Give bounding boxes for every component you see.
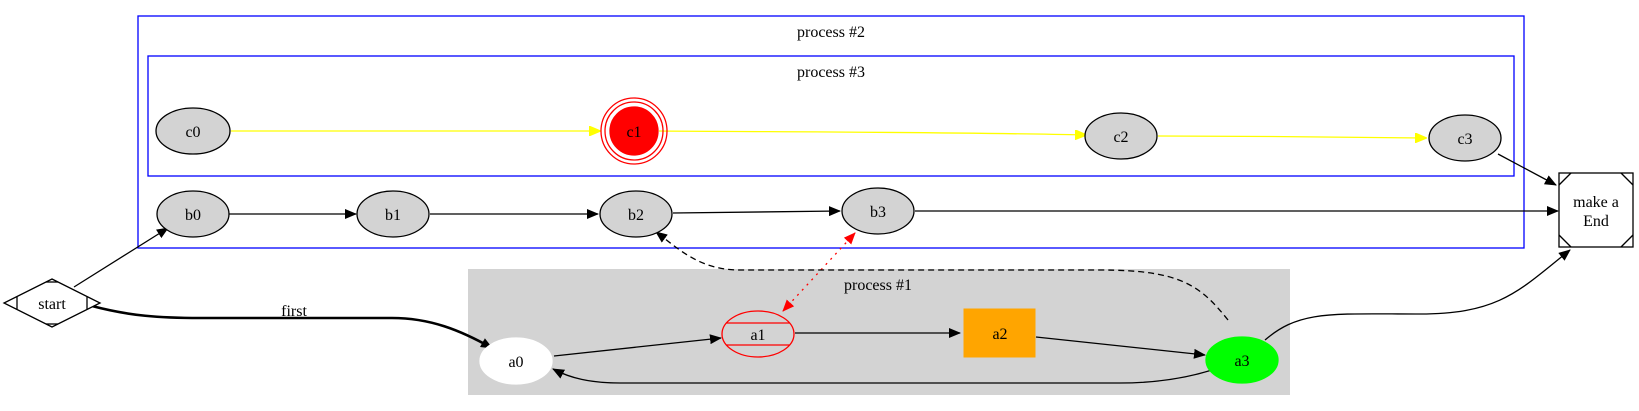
node-b3: b3 — [841, 187, 915, 235]
node-a3: a3 — [1205, 336, 1279, 384]
edge-start-a0 — [91, 304, 493, 350]
edge-b2-b3 — [672, 206, 841, 217]
node-end: make a End — [1558, 172, 1634, 248]
edge-c1-c2 — [658, 131, 1086, 135]
node-c1-label: c1 — [626, 124, 641, 141]
edge-a2-a3 — [1035, 336, 1206, 359]
node-b1: b1 — [356, 190, 430, 238]
node-a1-label: a1 — [750, 327, 765, 344]
node-a2-label: a2 — [992, 326, 1007, 343]
node-b0-label: b0 — [185, 207, 201, 224]
node-b1-label: b1 — [385, 207, 401, 224]
node-b3-label: b3 — [870, 204, 886, 221]
edges-process-1 — [552, 231, 1229, 384]
edge-c3-end — [1497, 153, 1557, 186]
node-a0: a0 — [479, 337, 553, 385]
edge-a3-a0 — [552, 368, 1213, 384]
node-c0-label: c0 — [185, 124, 200, 141]
node-c3: c3 — [1428, 114, 1502, 162]
edge-c2-c3 — [1157, 136, 1426, 138]
edges-process-2 — [229, 206, 841, 219]
cluster-process-2-label: process #2 — [797, 24, 865, 41]
edges-process-3 — [231, 131, 1426, 138]
node-c2-label: c2 — [1113, 129, 1128, 146]
edge-a3-b2 — [655, 231, 1229, 321]
node-a1: a1 — [721, 310, 795, 358]
node-c3-label: c3 — [1457, 131, 1472, 148]
node-start: start — [2, 278, 102, 328]
edge-start-a0-label: first — [281, 303, 307, 320]
edges-main: first — [73, 153, 1571, 350]
node-b0: b0 — [156, 190, 230, 238]
node-c2: c2 — [1084, 112, 1158, 160]
cluster-process-3: process #3 — [147, 55, 1515, 177]
edge-a0-a1 — [553, 334, 722, 357]
node-end-label-line1: make a — [1573, 194, 1619, 211]
node-b2-label: b2 — [628, 207, 644, 224]
cluster-process-1: process #1 — [468, 269, 1290, 395]
node-a0-label: a0 — [508, 354, 523, 371]
node-start-label: start — [38, 296, 66, 313]
node-c1: c1 — [600, 97, 668, 165]
edge-start-b0 — [73, 227, 169, 288]
node-end-label-line2: End — [1583, 213, 1609, 230]
cluster-process-3-label: process #3 — [797, 64, 865, 81]
node-c0: c0 — [155, 107, 231, 155]
node-a2: a2 — [963, 308, 1036, 358]
edge-a3-end — [1264, 249, 1571, 341]
node-b2: b2 — [599, 190, 673, 238]
node-a3-label: a3 — [1234, 353, 1249, 370]
cluster-process-1-label: process #1 — [844, 277, 912, 294]
